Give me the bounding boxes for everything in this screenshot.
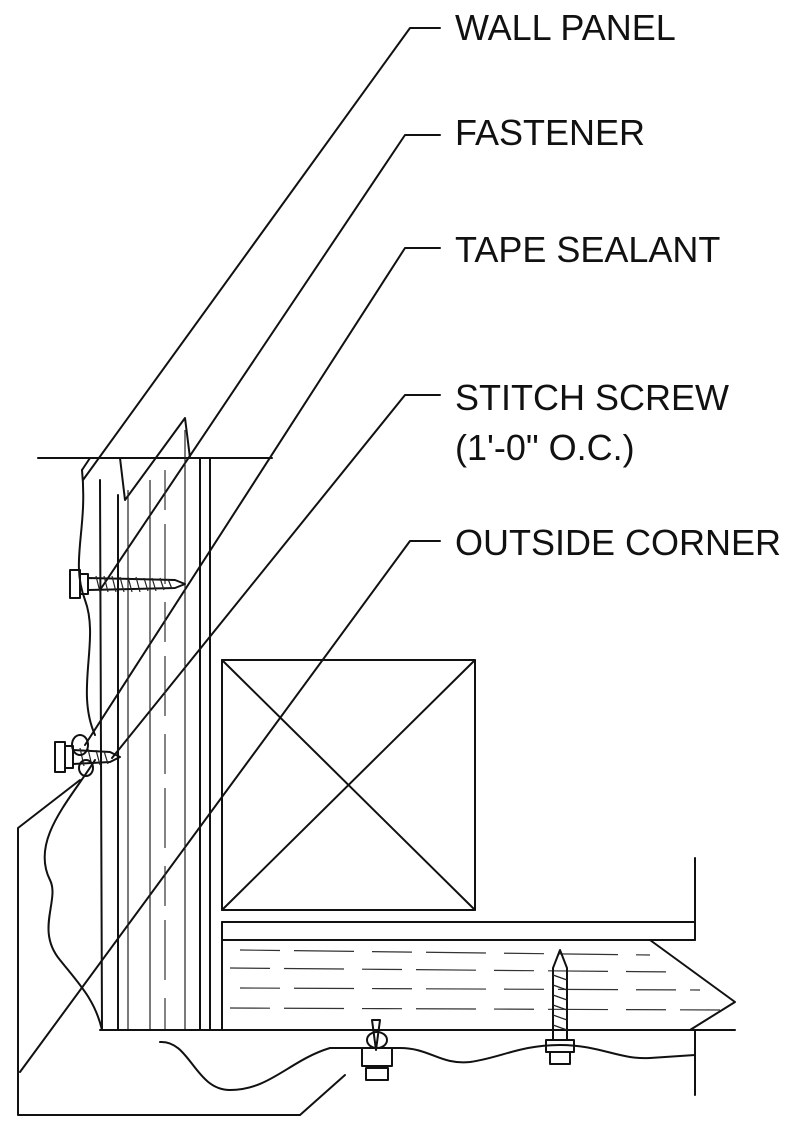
- label-tape-sealant: TAPE SEALANT: [455, 229, 720, 270]
- label-wall-panel: WALL PANEL: [455, 7, 676, 48]
- leader-lines: [19, 27, 441, 1073]
- wall-panel-inner: [81, 457, 91, 471]
- leader-outside-corner: [19, 540, 441, 1073]
- column-box: [221, 659, 476, 911]
- vertical-framing: [99, 430, 211, 1031]
- bottom-fastener-icon: [545, 949, 575, 1065]
- bottom-stitch-screw-icon: [361, 1019, 393, 1081]
- label-stitch-screw: STITCH SCREW: [455, 377, 729, 418]
- label-stitch-screw-spacing: (1'-0" O.C.): [455, 427, 635, 468]
- corner-trim-inner: [43, 759, 103, 1031]
- fastener-screw-icon: [69, 569, 186, 599]
- tape-sealant-icon: [71, 734, 94, 777]
- horizontal-framing: [209, 857, 736, 1031]
- stitch-screw-icon: [54, 741, 121, 773]
- wall-panel-profile: [77, 417, 211, 736]
- bottom-panel-profile: [159, 1040, 696, 1091]
- label-outside-corner: OUTSIDE CORNER: [455, 522, 781, 563]
- outside-corner-trim: [17, 779, 346, 1116]
- label-fastener: FASTENER: [455, 112, 645, 153]
- leader-tape-sealant: [84, 247, 441, 746]
- leader-wall-panel: [82, 27, 441, 481]
- leader-fastener: [99, 134, 441, 591]
